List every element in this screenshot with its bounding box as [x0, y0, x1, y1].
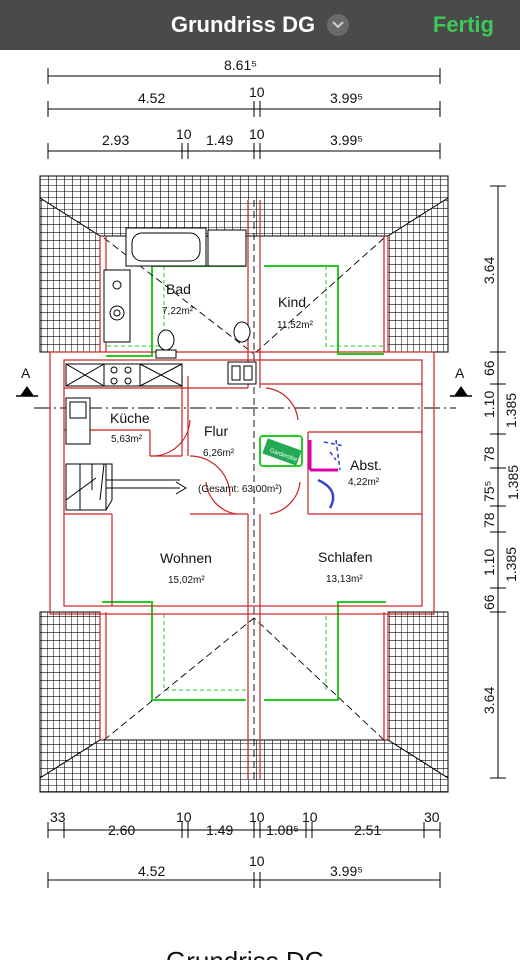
dim-bot-right: 3.99⁵	[330, 863, 363, 879]
room-abst-area: 4,22m²	[348, 477, 380, 488]
dim-bot-c: 10	[176, 809, 192, 825]
dimensions-top	[47, 68, 441, 159]
fixtures	[65, 227, 257, 511]
dim-right-7: 1.10	[481, 549, 497, 576]
room-schlafen-name: Schlafen	[318, 549, 372, 565]
dim-top-a: 2.93	[102, 132, 129, 148]
room-wohnen-name: Wohnen	[160, 550, 212, 566]
dimensions-right	[490, 185, 506, 779]
done-button[interactable]: Fertig	[432, 12, 494, 37]
room-bad-name: Bad	[166, 281, 191, 297]
room-flur-name: Flur	[204, 423, 228, 439]
total-area: (Gesamt: 63,00m²)	[198, 484, 282, 495]
dim-bot-e: 10	[249, 809, 265, 825]
dim-right-9: 3.64	[481, 687, 497, 714]
room-kind-name: Kind	[278, 294, 306, 310]
dim-right-outer-2: 1.385	[505, 465, 520, 500]
dim-right-1: 3.64	[481, 257, 497, 284]
dim-bot-g: 10	[302, 809, 318, 825]
dim-bot-a: 33	[50, 809, 66, 825]
dim-top-d: 10	[249, 126, 265, 142]
title-dropdown[interactable]: Grundriss DG	[0, 0, 520, 50]
dim-bot-d: 1.49	[206, 822, 233, 838]
dim-top-b: 10	[176, 126, 192, 142]
dim-bot-b: 2.60	[108, 822, 135, 838]
dim-right-6: 78	[481, 512, 497, 528]
room-kueche-name: Küche	[110, 410, 150, 426]
room-flur-area: 6,26m²	[203, 448, 235, 459]
section-line	[16, 386, 472, 409]
plan-caption: Grundriss DG	[166, 946, 325, 960]
dim-top-total: 8.61⁵	[224, 57, 257, 73]
room-abst-name: Abst.	[350, 457, 382, 473]
roof-hip-lines	[103, 200, 385, 780]
dim-right-5: 75⁵	[481, 481, 497, 502]
dim-top-wall: 10	[249, 84, 265, 100]
chevron-down-icon[interactable]	[327, 14, 350, 36]
room-schlafen-area: 13,13m²	[326, 574, 363, 585]
dim-bot-left: 4.52	[138, 863, 165, 879]
room-kueche-area: 5,63m²	[111, 434, 143, 445]
room-kind-area: 11,52m²	[277, 320, 314, 331]
top-bar: Grundriss DG Fertig	[0, 0, 520, 50]
dimensions-bottom	[47, 822, 441, 888]
section-mark-left: A	[21, 365, 31, 381]
dim-top-e: 3.99⁵	[330, 132, 363, 148]
dim-right-outer-3: 1.385	[503, 547, 519, 582]
dim-right-outer-1: 1.385	[503, 393, 519, 428]
dim-bot-i: 30	[424, 809, 440, 825]
page-title: Grundriss DG	[170, 12, 316, 37]
room-labels: Bad 7,22m² Kind 11,52m² Küche 5,63m² Flu…	[110, 281, 382, 586]
floor-plan: 8.61⁵ 4.52 10 3.99⁵ 2.93 10 1.49 10 3.99…	[16, 57, 520, 960]
dim-right-8: 66	[481, 594, 497, 610]
section-mark-right: A	[455, 365, 465, 381]
room-bad-area: 7,22m²	[162, 306, 194, 317]
dim-right-2: 66	[481, 360, 497, 376]
dim-top-c: 1.49	[206, 132, 233, 148]
dim-right-4: 78	[481, 446, 497, 462]
walls	[49, 200, 435, 780]
dim-top-left: 4.52	[138, 90, 165, 106]
wardrobe: Garderobe	[259, 435, 345, 509]
dim-bot-h: 2.51	[354, 822, 381, 838]
dim-right-3: 1.10	[481, 391, 497, 418]
dim-bot-f: 1.08⁵	[266, 822, 299, 838]
room-wohnen-area: 15,02m²	[168, 575, 205, 586]
dim-bot-wall: 10	[249, 853, 265, 869]
dim-top-right: 3.99⁵	[330, 90, 363, 106]
